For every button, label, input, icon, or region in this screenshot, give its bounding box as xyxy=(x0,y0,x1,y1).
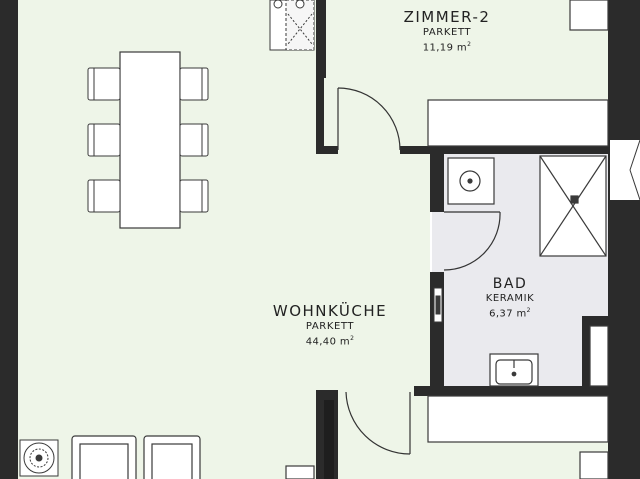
room-area: 11,19 m2 xyxy=(422,41,472,54)
outer-wall-left xyxy=(0,0,18,479)
room-flooring: KERAMIK xyxy=(485,293,535,304)
kitchen-stove xyxy=(269,0,315,51)
chair xyxy=(179,67,209,101)
room-name: ZIMMER-2 xyxy=(403,8,491,26)
lower-room-wardrobe xyxy=(427,395,609,443)
armchair xyxy=(71,435,137,479)
room-label-wohnkueche: WOHNKÜCHE PARKETT 44,40 m2 xyxy=(273,302,387,347)
armchair xyxy=(143,435,201,479)
room-flooring: PARKETT xyxy=(305,321,355,332)
chair xyxy=(87,179,121,213)
room-area: 6,37 m2 xyxy=(489,307,531,320)
room-flooring: PARKETT xyxy=(422,27,472,38)
door-bad[interactable] xyxy=(443,211,501,271)
room-name: WOHNKÜCHE xyxy=(272,302,388,320)
room-label-bad: BAD KERAMIK 6,37 m2 xyxy=(486,276,535,319)
door-lower-room[interactable] xyxy=(345,391,411,455)
bath-toilet xyxy=(433,287,443,323)
outer-wall-right xyxy=(608,0,640,479)
lower-room-bed xyxy=(579,451,609,479)
door-zimmer2[interactable] xyxy=(337,87,401,151)
dining-table xyxy=(119,51,181,229)
zimmer2-bed-end xyxy=(569,0,609,31)
wall-bath-left-top xyxy=(430,152,444,212)
bath-sink xyxy=(489,353,539,387)
wall-zimmer-left-upper xyxy=(316,0,326,78)
chair xyxy=(87,67,121,101)
bath-cabinet xyxy=(589,325,609,387)
zimmer2-wardrobe xyxy=(427,99,609,147)
window-marker xyxy=(629,139,640,201)
wall-bath-right xyxy=(582,316,590,390)
chair xyxy=(179,179,209,213)
shower-tray xyxy=(539,155,607,257)
room-label-zimmer2: ZIMMER-2 PARKETT 11,19 m2 xyxy=(404,8,491,53)
wall-bath-right-stub xyxy=(582,316,610,326)
wall-bath-bottom xyxy=(414,386,610,396)
room-area: 44,40 m2 xyxy=(305,335,355,348)
room-name: BAD xyxy=(492,276,528,292)
wall-zimmer-left-lower xyxy=(316,78,324,154)
wall-zimmer-bottom-right xyxy=(400,146,610,154)
plant-icon xyxy=(19,439,59,477)
chair xyxy=(179,123,209,157)
wall-lower-left-inner xyxy=(324,400,334,479)
washing-machine xyxy=(447,157,495,205)
lower-left-block xyxy=(285,465,315,479)
outer-wall-right-gap xyxy=(610,140,640,200)
wall-zimmer-bottom-left xyxy=(316,146,338,154)
chair xyxy=(87,123,121,157)
